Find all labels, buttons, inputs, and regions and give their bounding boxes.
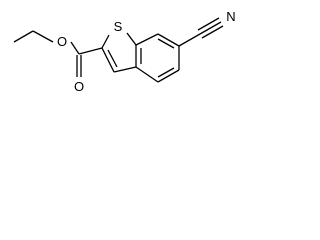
bond-c4-c3a — [135, 66, 159, 83]
atom-sulfur: S — [114, 19, 123, 34]
bond-c3-c3a — [113, 66, 137, 73]
bond-oester-carbonyl — [70, 41, 80, 55]
bond-c2-s1 — [101, 34, 110, 49]
bond-carbonyl-c2 — [78, 47, 103, 55]
bond-c5-c4-outer — [157, 69, 180, 83]
bond-c7-c6-outer — [157, 33, 180, 47]
bond-ch3-ch2 — [13, 30, 34, 43]
bond-c-n-triple-3 — [201, 25, 224, 39]
bond-s1-c7a — [126, 32, 137, 46]
bond-c5-c4-inner — [157, 67, 175, 78]
bond-c-n-triple-1 — [199, 21, 222, 35]
atom-nitrogen: N — [226, 9, 235, 24]
atom-oxygen-ester: O — [57, 34, 67, 49]
bond-c7-c6-inner — [157, 38, 175, 49]
bond-c2-c3-inner — [107, 49, 118, 68]
atom-oxygen-carbonyl: O — [74, 79, 84, 94]
bond-c6-cn — [178, 33, 201, 47]
bond-c-n-triple-2 — [197, 17, 220, 31]
bond-c2-c3-outer — [101, 47, 115, 73]
bond-c7a-c7 — [135, 33, 159, 46]
molecule-structure: O O S N — [13, 9, 236, 94]
structure-canvas: O O S N — [0, 0, 254, 104]
bond-ch2-oester — [32, 30, 54, 43]
